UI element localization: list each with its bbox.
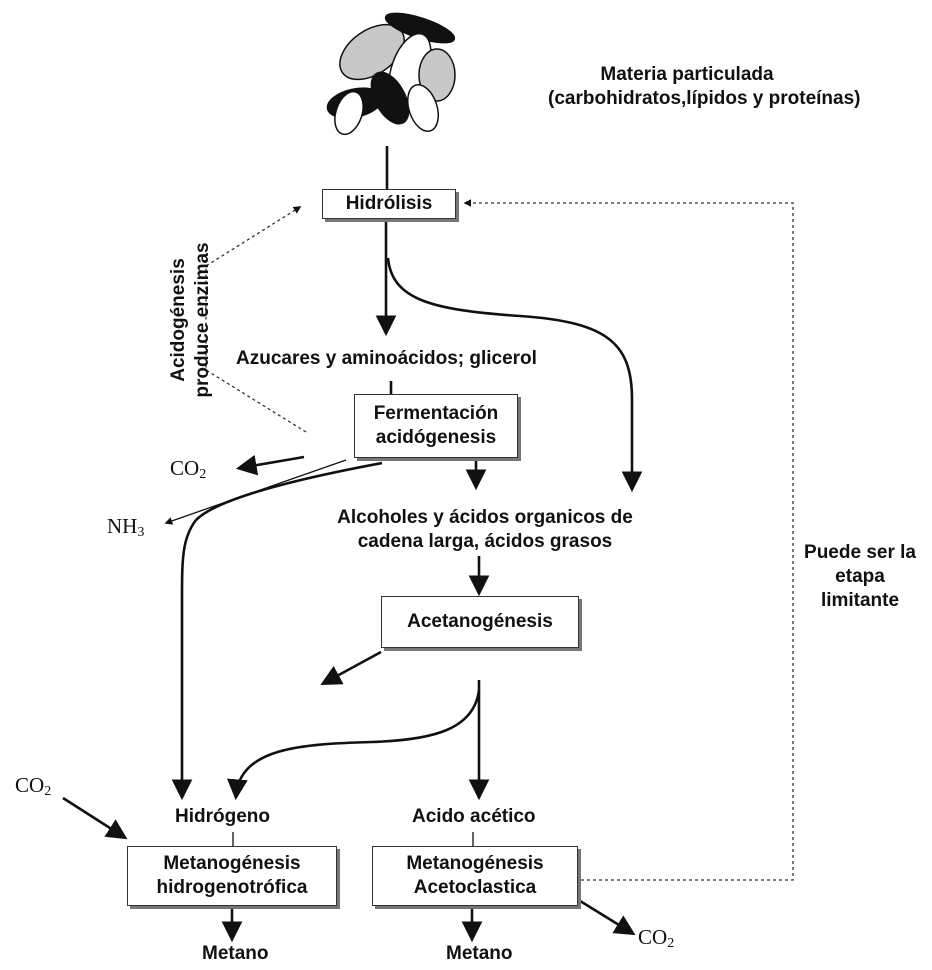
metanogenesis-hidrogenotrofica-box: Metanogénesis hidrogenotrófica xyxy=(127,846,337,906)
particulate-line1: Materia particulada xyxy=(600,64,774,85)
limitante-line2: etapa xyxy=(835,566,885,587)
metano-hidro-line2: hidrogenotrófica xyxy=(156,877,308,898)
azucares-label: Azucares y aminoácidos; glicerol xyxy=(236,348,537,369)
particle-cluster xyxy=(326,12,456,136)
co2-output-right: CO2 xyxy=(638,925,675,951)
acetanogenesis-box: Acetanogénesis xyxy=(381,596,579,648)
alcoholes-line1: Alcoholes y ácidos organicos de xyxy=(337,507,633,528)
limiting-stage-label: Puede ser la etapa limitante xyxy=(796,541,924,613)
metano-aceto-line2: Acetoclastica xyxy=(413,877,537,898)
acidogenesis-line1: Acidogénesis xyxy=(168,258,189,382)
co2-fermentation: CO2 xyxy=(170,456,207,482)
hidrolisis-label: Hidrólisis xyxy=(345,193,433,214)
acetanogenesis-label: Acetanogénesis xyxy=(407,611,553,632)
hidrogeno-label: Hidrógeno xyxy=(175,806,270,827)
acido-acetico-label: Acido acético xyxy=(412,806,536,827)
acidogenesis-enzymes-label: Acidogénesis produce enzimas xyxy=(167,220,217,420)
limitante-line3: limitante xyxy=(820,590,900,611)
fermentacion-line2: acidógenesis xyxy=(375,427,497,448)
metano-hidro-line1: Metanogénesis xyxy=(163,853,301,874)
co2-input-left: CO2 xyxy=(15,773,52,799)
hidrolisis-box: Hidrólisis xyxy=(322,189,456,219)
fermentacion-line1: Fermentación xyxy=(373,403,499,424)
acidogenesis-line2: produce enzimas xyxy=(192,242,213,398)
metano-right-label: Metano xyxy=(446,943,513,964)
limitante-line1: Puede ser la xyxy=(804,542,916,563)
particulate-label: Materia particulada (carbohidratos,lípid… xyxy=(548,63,861,111)
metano-aceto-line1: Metanogénesis xyxy=(406,853,544,874)
fermentacion-box: Fermentación acidógenesis xyxy=(354,394,518,458)
alcoholes-line2: cadena larga, ácidos grasos xyxy=(357,531,613,552)
nh3-fermentation: NH3 xyxy=(107,514,145,540)
metanogenesis-acetoclastica-box: Metanogénesis Acetoclastica xyxy=(372,846,578,906)
metano-left-label: Metano xyxy=(202,943,269,964)
particulate-line2: (carbohidratos,lípidos y proteínas) xyxy=(548,88,861,109)
alcoholes-label: Alcoholes y ácidos organicos de cadena l… xyxy=(310,506,660,554)
